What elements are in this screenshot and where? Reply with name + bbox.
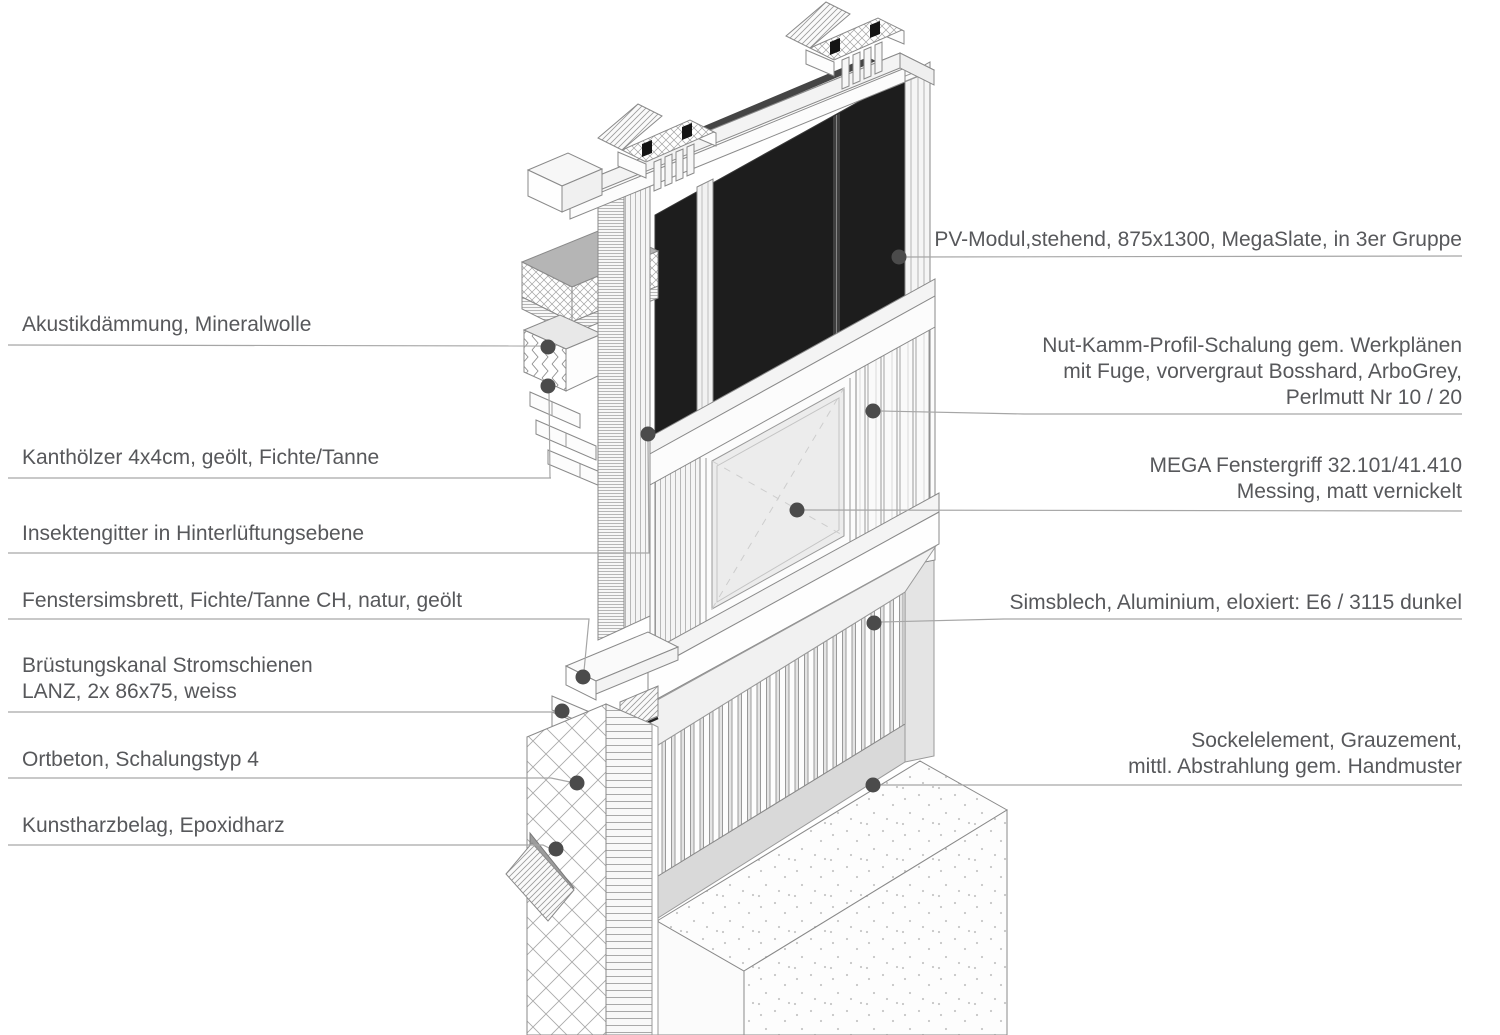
ortbeton-concrete <box>526 703 607 1035</box>
callout-text: Sockelelement, Grauzement, <box>1191 729 1462 752</box>
pv-zone <box>647 61 936 487</box>
section-cut <box>505 173 680 1035</box>
dot-bruestungskanal <box>554 703 570 719</box>
dot-nut-kamm <box>865 403 881 419</box>
callout-text: Ortbeton, Schalungstyp 4 <box>22 748 259 771</box>
dot-sockelelement <box>865 777 881 793</box>
callout-insektengitter: Insektengitter in Hinterlüftungsebene <box>22 521 364 547</box>
dot-kunstharzbelag <box>548 841 564 857</box>
dot-insektengitter <box>640 426 656 442</box>
callout-text: mittl. Abstrahlung gem. Handmuster <box>1128 755 1462 778</box>
dot-simsblech <box>866 615 882 631</box>
callout-text: MEGA Fenstergriff 32.101/41.410 <box>1149 454 1462 477</box>
callout-text: LANZ, 2x 86x75, weiss <box>22 680 237 703</box>
dot-fenstersimsbrett <box>575 669 591 685</box>
callout-kunstharzbelag: Kunstharzbelag, Epoxidharz <box>22 813 285 839</box>
dot-fenstergriff <box>789 502 805 518</box>
insect-screen-strip <box>597 185 625 641</box>
cap-groove <box>652 57 876 152</box>
callout-text: mit Fuge, vorvergraut Bosshard, ArboGrey… <box>1063 360 1462 383</box>
callout-fenstersimsbrett: Fenstersimsbrett, Fichte/Tanne CH, natur… <box>22 588 462 614</box>
callout-text: Messing, matt vernickelt <box>1236 480 1462 503</box>
callout-text: Akustikdämmung, Mineralwolle <box>22 313 312 336</box>
callout-text: Brüstungskanal Stromschienen <box>22 654 313 677</box>
callout-text: Perlmutt Nr 10 / 20 <box>1285 386 1462 409</box>
callout-text: Fenstersimsbrett, Fichte/Tanne CH, natur… <box>22 589 463 612</box>
dot-akustikdaemmung <box>540 339 556 355</box>
callout-ortbeton: Ortbeton, Schalungstyp 4 <box>22 747 259 773</box>
top-cap-assembly <box>526 1 936 220</box>
leader-lines <box>7 255 1463 849</box>
callout-text: Kanthölzer 4x4cm, geölt, Fichte/Tanne <box>22 446 380 469</box>
callout-text: Insektengitter in Hinterlüftungsebene <box>22 522 365 545</box>
callout-akustikdaemmung: Akustikdämmung, Mineralwolle <box>22 312 311 338</box>
dot-pv-modul <box>891 249 907 265</box>
callout-text: Kunstharzbelag, Epoxidharz <box>22 814 285 837</box>
callout-kanthoelzer: Kanthölzer 4x4cm, geölt, Fichte/Tanne <box>22 445 379 471</box>
callout-nut-kamm: Nut-Kamm-Profil-Schalung gem. Werkplänen… <box>1042 333 1462 411</box>
callout-pv-modul: PV-Modul,stehend, 875x1300, MegaSlate, i… <box>934 227 1462 253</box>
dot-ortbeton <box>569 775 585 791</box>
callout-text: Nut-Kamm-Profil-Schalung gem. Werkplänen <box>1042 334 1462 357</box>
callout-sockelelement: Sockelelement, Grauzement, mittl. Abstra… <box>1128 728 1462 780</box>
callout-fenstergriff: MEGA Fenstergriff 32.101/41.410 Messing,… <box>1150 453 1462 505</box>
callout-text: PV-Modul,stehend, 875x1300, MegaSlate, i… <box>934 228 1462 251</box>
plank-strip <box>605 703 653 1035</box>
concrete-base <box>656 760 1008 1035</box>
kanthoelzer-battens <box>529 391 581 429</box>
dot-kanthoelzer <box>540 378 556 394</box>
callout-bruestungskanal: Brüstungskanal Stromschienen LANZ, 2x 86… <box>22 653 313 705</box>
leader-dots <box>540 249 907 857</box>
window-sill <box>647 492 940 749</box>
window-left-frame <box>654 454 701 656</box>
callout-text: Simsblech, Aluminium, eloxiert: E6 / 311… <box>1009 591 1462 614</box>
floor-slab-band <box>505 842 575 922</box>
right-return-face <box>904 559 935 763</box>
callout-simsblech: Simsblech, Aluminium, eloxiert: E6 / 311… <box>1009 590 1462 616</box>
pv-mullion <box>696 178 714 433</box>
